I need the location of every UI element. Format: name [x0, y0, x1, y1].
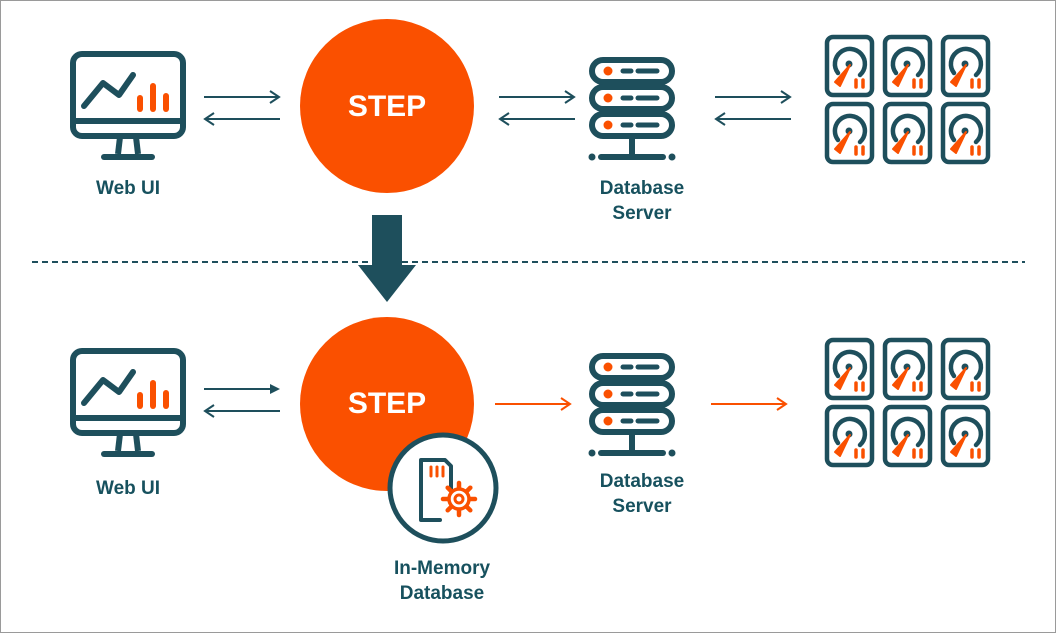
bottom-database-server-icon [589, 356, 676, 457]
bottom-arrow-step-server [494, 397, 571, 411]
bottom-web-ui-icon [73, 351, 183, 454]
top-database-server-label-line2: Server [612, 203, 672, 224]
down-arrow-icon [358, 215, 416, 302]
top-database-server-label-line1: Database [599, 178, 685, 199]
in-memory-database-label-line2: Database [399, 583, 485, 604]
bottom-web-ui-label: Web UI [95, 478, 161, 499]
top-arrows-server-disks [714, 90, 792, 126]
top-arrows-step-server [498, 90, 576, 126]
top-step-circle [300, 19, 474, 193]
top-hard-disk-grid [827, 37, 988, 162]
in-memory-database-label-line1: In-Memory [393, 558, 491, 579]
bottom-database-server-label-line1: Database [599, 471, 685, 492]
top-web-ui-icon [73, 54, 183, 157]
top-arrows-webui-step [203, 90, 281, 126]
top-database-server-label: Database Server [600, 176, 685, 226]
bottom-arrow-server-disks [710, 397, 787, 411]
in-memory-database-icon [387, 432, 499, 544]
top-web-ui-label: Web UI [95, 178, 161, 199]
bottom-arrows-webui-step [203, 384, 280, 418]
bottom-database-server-label-line2: Server [612, 496, 672, 517]
top-database-server-icon [589, 60, 676, 161]
in-memory-database-label: In-Memory Database [394, 556, 490, 606]
bottom-hard-disk-grid [827, 340, 988, 465]
bottom-step-label: STEP [347, 387, 427, 420]
top-step-label: STEP [347, 90, 427, 123]
bottom-database-server-label: Database Server [600, 469, 685, 519]
